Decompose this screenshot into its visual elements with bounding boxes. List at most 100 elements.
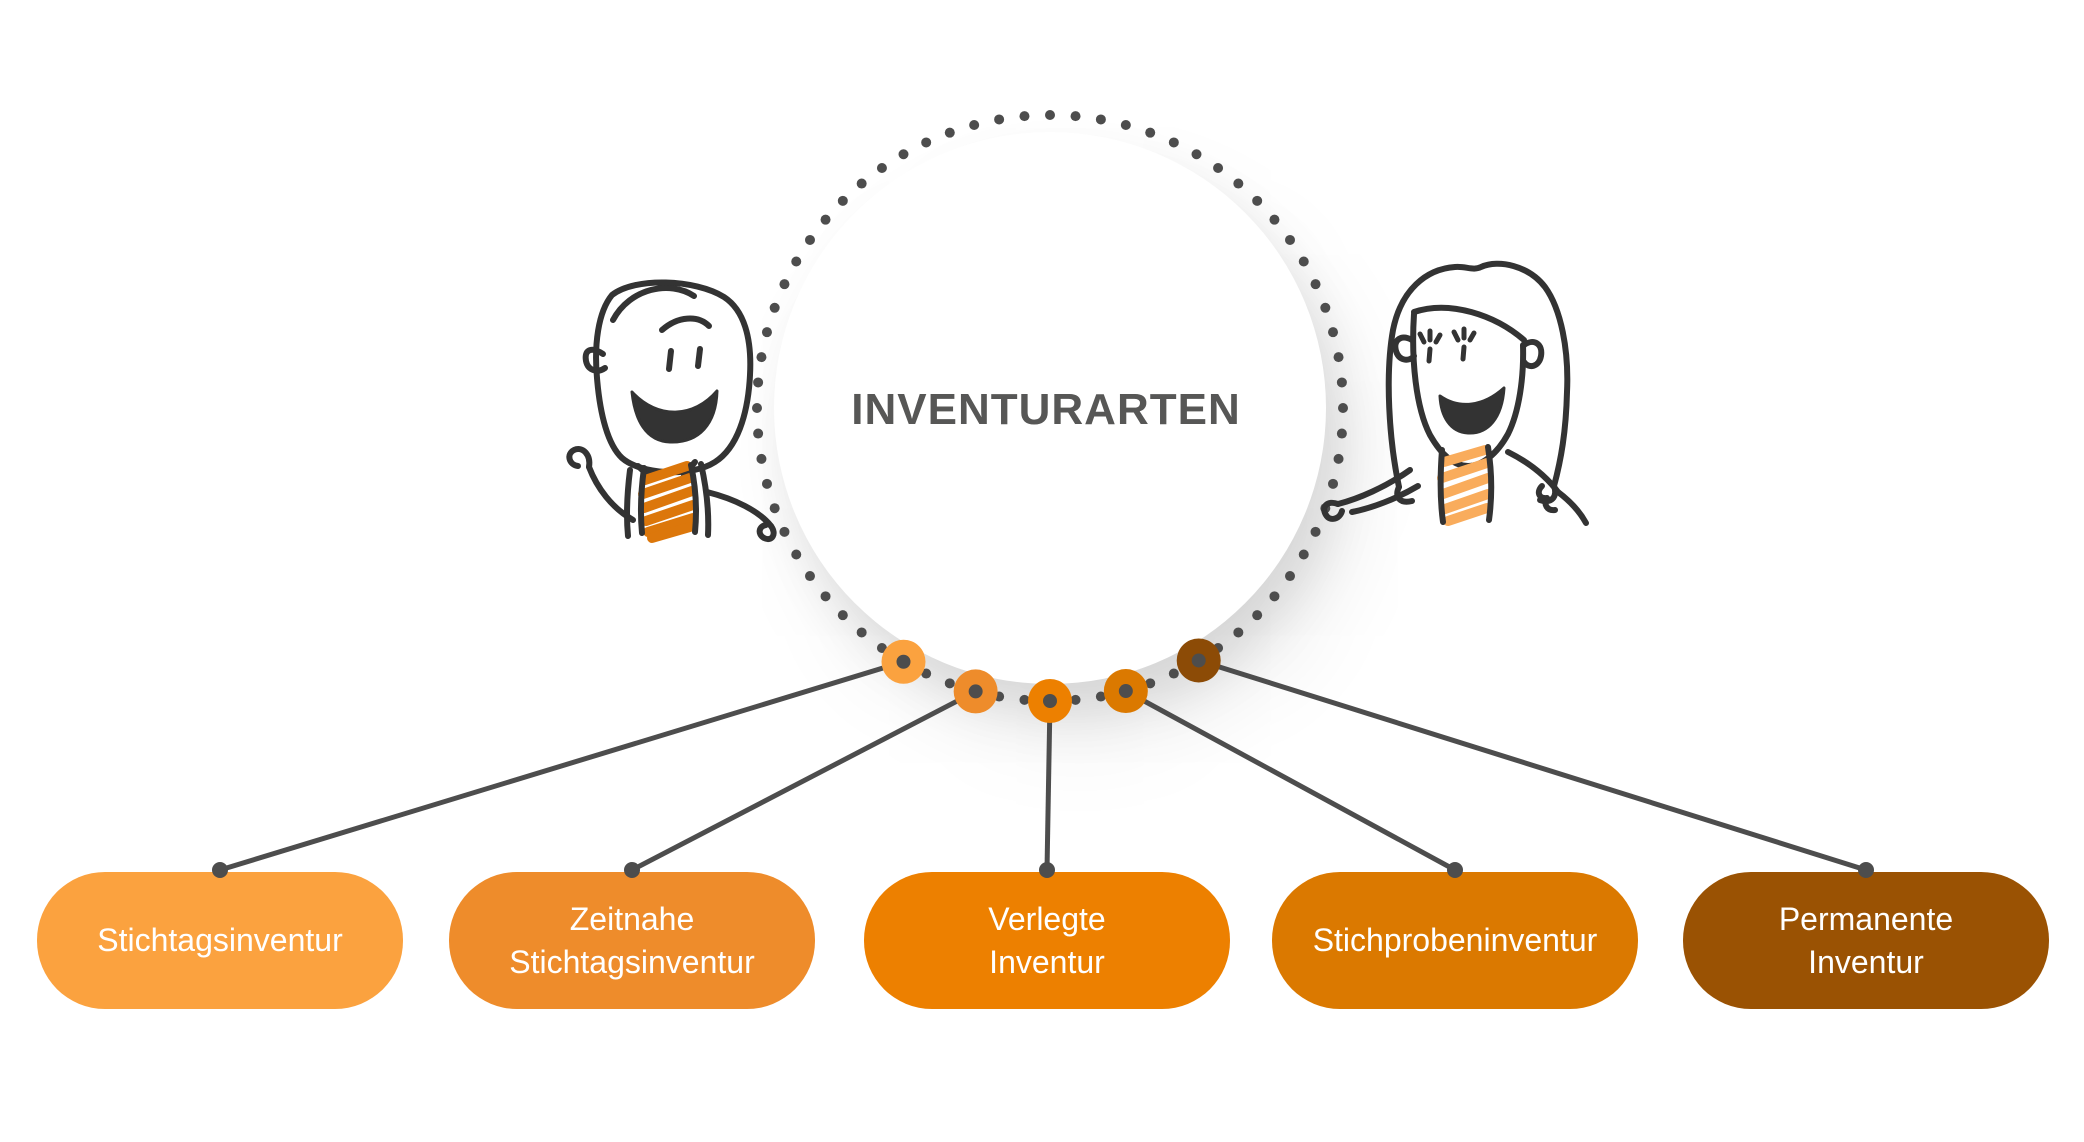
pill-permanente-inventur: Permanente Inventur [1683, 872, 2049, 1009]
ring-dot [1252, 610, 1263, 621]
man-hair-stroke [659, 315, 712, 333]
woman-left-hand [1321, 499, 1345, 522]
ring-dot [1168, 668, 1179, 679]
ring-dot [1120, 119, 1131, 130]
ring-dot [994, 691, 1005, 702]
woman-hair-fill [1389, 264, 1564, 484]
ring-dot [1298, 256, 1309, 267]
ring-dot [769, 503, 780, 514]
ring-dot [1328, 327, 1339, 338]
ring-dot [804, 571, 815, 582]
connector-line [1124, 688, 1457, 873]
ring-dot [1320, 503, 1331, 514]
pill-label: Stichprobeninventur [1312, 922, 1598, 959]
connector-line [219, 659, 905, 873]
category-node-center [1191, 653, 1206, 668]
woman-outer-hair [1385, 260, 1571, 490]
category-node-center [968, 684, 983, 699]
ring-dot [1333, 352, 1344, 363]
man-left-arm [586, 464, 636, 523]
ring-dot [969, 119, 980, 130]
ring-dot [1019, 111, 1030, 122]
ring-dot [761, 327, 772, 338]
ring-dot [1233, 627, 1244, 638]
ring-dot [1095, 114, 1106, 125]
pill-zeitnahe-stichtagsinventur: Zeitnahe Stichtagsinventur [449, 872, 815, 1009]
ring-dot [1336, 377, 1347, 388]
man-left-hand [566, 446, 593, 470]
ring-dot [753, 428, 764, 439]
ring-dot [1310, 279, 1321, 290]
pill-label: Zeitnahe Stichtagsinventur [509, 901, 755, 980]
ring-dot [1213, 643, 1224, 654]
man-right-arm [704, 489, 774, 529]
category-node-center [1043, 694, 1057, 708]
ring-dot [1120, 686, 1131, 697]
ring-dot [752, 403, 762, 413]
woman-closed-eye [1417, 326, 1477, 364]
ring-dot [944, 678, 955, 689]
ring-dot [1145, 127, 1156, 138]
ring-dot [1145, 678, 1156, 689]
man-head [593, 279, 754, 476]
man-body-line [698, 461, 712, 538]
man-collar [681, 459, 698, 478]
ring-dot [898, 149, 909, 160]
ring-dot [791, 549, 802, 560]
ring-dot [1070, 694, 1081, 705]
ring-dot [1019, 694, 1030, 705]
ring-dot [969, 686, 980, 697]
ring-dot [779, 526, 790, 537]
ring-dot [756, 453, 767, 464]
ring-dot [876, 643, 887, 654]
woman-ear [1521, 339, 1545, 370]
ring-dot [820, 591, 831, 602]
ring-dot [761, 478, 772, 489]
connector-lines [212, 658, 1874, 878]
ring-dot [1252, 195, 1263, 206]
ring-dot [1233, 178, 1244, 189]
pill-label: Permanente Inventur [1778, 901, 1954, 980]
connector-line [630, 689, 977, 873]
woman-left-arm [1349, 483, 1421, 515]
pill-stichtagsinventur: Stichtagsinventur [37, 872, 403, 1009]
man-doodle-illustration [566, 279, 777, 543]
ring-dot [1269, 214, 1280, 225]
ring-dot [921, 137, 932, 148]
category-node-center [896, 654, 911, 669]
woman-right-arm [1555, 489, 1589, 526]
connector-line [1197, 658, 1867, 873]
ring-dot [1328, 478, 1339, 489]
ring-dot [753, 377, 764, 388]
ring-dot [1285, 234, 1296, 245]
pill-verlegte-inventur: Verlegte Inventur [864, 872, 1230, 1009]
category-node-dot [1028, 679, 1072, 723]
ring-dot [756, 352, 767, 363]
ring-dot [1191, 656, 1202, 667]
woman-doodle-illustration [1321, 260, 1589, 526]
ring-dot [1070, 111, 1081, 122]
category-node-center [1118, 684, 1133, 699]
woman-face-outline [1410, 311, 1527, 469]
ring-dot [1213, 162, 1224, 173]
ring-dot [1310, 526, 1321, 537]
ring-dot [921, 668, 932, 679]
man-collar [635, 463, 653, 480]
ring-dot [1320, 302, 1331, 313]
ring-dot [1338, 403, 1348, 413]
man-tie-outline [688, 462, 699, 535]
woman-ear [1392, 334, 1417, 363]
center-circle [774, 132, 1326, 684]
ring-dot [994, 114, 1005, 125]
diagram-title: INVENTURARTEN [851, 385, 1241, 434]
ring-dot [820, 214, 831, 225]
ring-dot [1191, 149, 1202, 160]
man-right-hand [756, 522, 777, 542]
woman-collar-notch [1535, 483, 1558, 514]
pill-label: Stichtagsinventur [97, 922, 343, 959]
ring-dot [898, 656, 909, 667]
man-eye [695, 346, 703, 369]
ring-dot [856, 178, 867, 189]
man-eye [666, 348, 674, 372]
